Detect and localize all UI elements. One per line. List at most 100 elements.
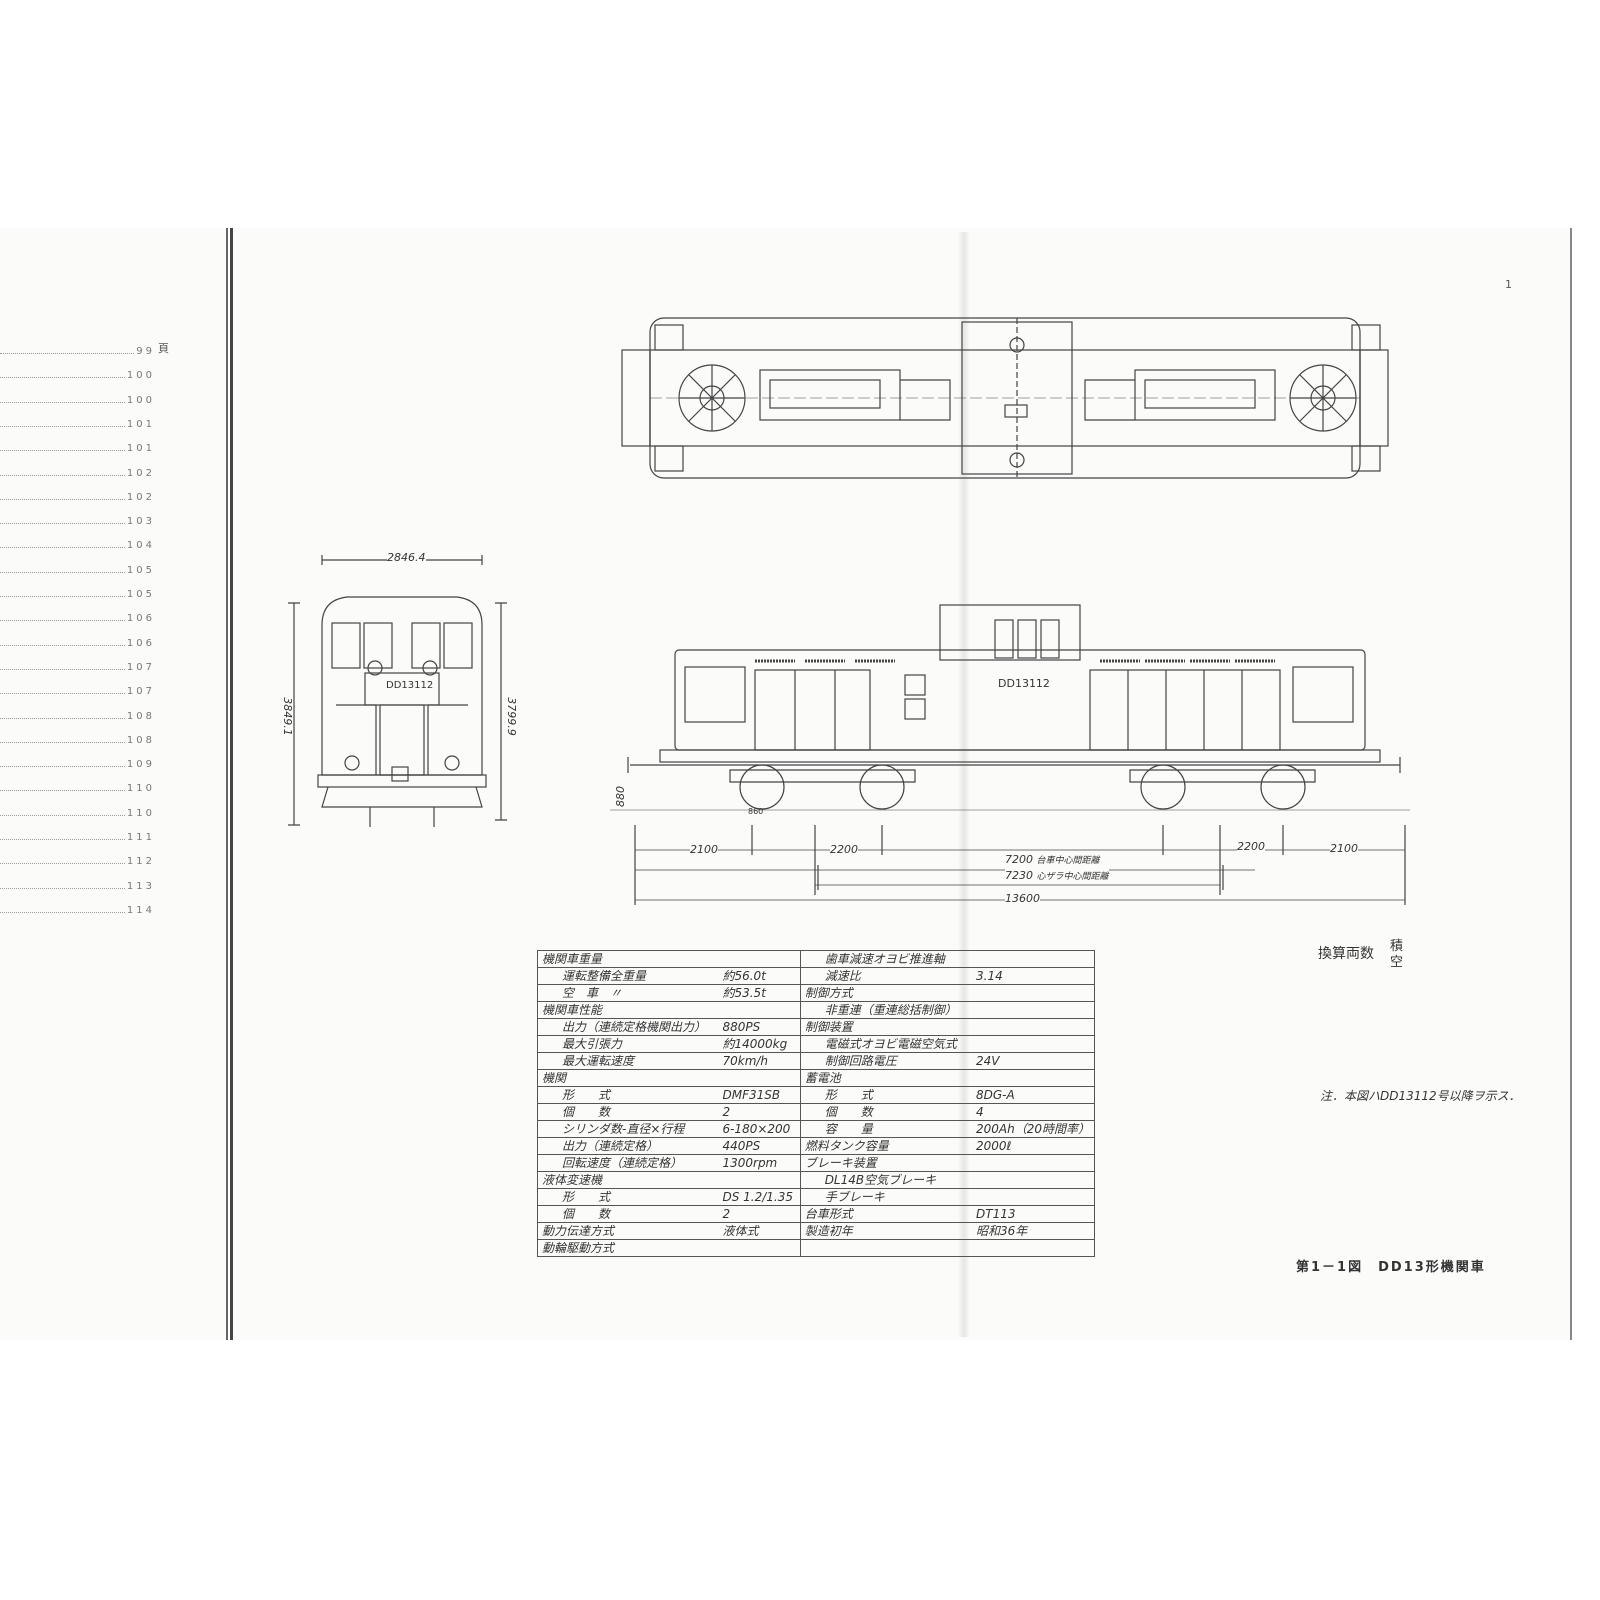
toc-entry: 113 (0, 878, 155, 892)
toc-page-number: 114 (126, 904, 155, 916)
spec-label: ブレーキ装置 (799, 1154, 972, 1172)
figure-caption: 第1－1図 DD13形機関車 (1296, 1260, 1486, 1275)
spec-label: 電磁式オヨビ電磁空気式 (799, 1035, 972, 1053)
spec-value (972, 1171, 1095, 1189)
spec-value: 昭和36年 (972, 1222, 1095, 1240)
spec-value: 約14000kg (718, 1035, 801, 1053)
toc-page-number: 110 (126, 807, 155, 819)
toc-leader (0, 474, 125, 476)
page-number: 1 (1505, 278, 1512, 291)
toc-entry: 100 (0, 392, 155, 406)
spec-label: 形 式 (799, 1086, 972, 1104)
spec-label: 手ブレーキ (799, 1188, 972, 1206)
toc-page-number: 107 (126, 686, 155, 698)
toc-entry: 108 (0, 732, 155, 746)
toc-leader (0, 377, 125, 379)
toc-page-number: 105 (126, 564, 155, 576)
front-number-plate: DD13112 (386, 680, 434, 691)
spec-label: 制御回路電圧 (799, 1052, 972, 1070)
toc-page-number: 108 (126, 710, 155, 722)
front-height-left-dimension: 3849.1 (280, 697, 294, 736)
spec-label: 機関車性能 (537, 1001, 719, 1019)
spec-label: 個 数 (537, 1205, 719, 1223)
spec-label: シリンダ数-直径×行程 (537, 1120, 719, 1138)
conversion-loaded: 積 (1390, 939, 1404, 954)
toc-leader (0, 790, 125, 792)
toc-page-number: 102 (126, 491, 155, 503)
toc-page-number: 102 (126, 467, 155, 479)
toc-entry: 107 (0, 683, 155, 697)
conversion-label: 換算両数 (1318, 946, 1374, 962)
toc-page-unit: 頁 (158, 342, 169, 355)
spec-label: 制御方式 (799, 984, 972, 1002)
spec-label: 動力伝達方式 (537, 1222, 719, 1240)
conversion-empty: 空 (1390, 955, 1404, 970)
toc-page-number: 101 (126, 418, 155, 430)
spec-label: 最大引張力 (537, 1035, 719, 1053)
toc-leader (0, 450, 125, 452)
toc-entry: 114 (0, 902, 155, 916)
toc-entry: 101 (0, 416, 155, 430)
toc-page-number: 113 (126, 880, 155, 892)
toc-leader (0, 523, 125, 525)
spec-value: DT113 (972, 1205, 1095, 1223)
spec-value: DMF31SB (718, 1086, 801, 1104)
wheel (739, 764, 785, 810)
spec-value: 8DG-A (972, 1086, 1095, 1104)
pivot-center-dimension: 7230 心ザラ中心間距離 (1005, 869, 1109, 882)
spec-value (718, 1069, 801, 1087)
toc-entry: 100 (0, 367, 155, 381)
front-view-drawing (288, 555, 507, 827)
toc-page-number: 103 (126, 516, 155, 528)
toc-entry: 103 (0, 513, 155, 527)
spec-row: 動力伝達方式液体式製造初年昭和36年 (537, 1222, 1095, 1240)
front-height-right-dimension: 3799.9 (504, 697, 518, 736)
toc-leader (0, 887, 125, 889)
toc-page-number: 100 (126, 370, 155, 382)
toc-entry: 99 (0, 343, 155, 357)
spec-value (972, 1154, 1095, 1172)
spec-label: 形 式 (537, 1188, 719, 1206)
dimension-2100-right: 2100 (1330, 842, 1358, 855)
toc-page-number: 106 (126, 613, 155, 625)
toc-entry: 101 (0, 440, 155, 454)
spec-label: 歯車減速オヨビ推進軸 (799, 950, 972, 968)
spec-value: 液体式 (718, 1222, 801, 1240)
plan-view-drawing (621, 317, 1389, 479)
toc-leader (0, 353, 135, 354)
spec-label (799, 1239, 972, 1257)
toc-leader (0, 498, 125, 500)
spec-label: 燃料タンク容量 (799, 1137, 972, 1155)
spec-label: DL14B空気ブレーキ (799, 1171, 972, 1189)
spec-label: 動輪駆動方式 (537, 1239, 719, 1257)
toc-leader (0, 911, 125, 913)
spec-value: 2000ℓ (972, 1137, 1095, 1155)
toc-leader (0, 839, 125, 840)
toc-leader (0, 766, 125, 768)
toc-page-number: 111 (126, 832, 155, 843)
toc-entry: 105 (0, 562, 155, 576)
spec-value (972, 1018, 1095, 1036)
toc-leader (0, 547, 125, 549)
toc-entry: 108 (0, 708, 155, 722)
spec-label: 運転整備全重量 (537, 967, 719, 985)
drawing-note: 注．本図ハDD13112号以降ヲ示ス． (1320, 1089, 1521, 1103)
dimension-2100-left: 2100 (690, 843, 718, 856)
front-width-dimension: 2846.4 (387, 551, 426, 564)
spec-value: 880PS (718, 1018, 801, 1036)
spec-value: 440PS (718, 1137, 801, 1155)
spec-label: 蓄電池 (799, 1069, 972, 1087)
toc-leader (0, 693, 125, 695)
spec-label: 空 車 〃 (537, 984, 719, 1002)
toc-entry: 112 (0, 853, 155, 867)
toc-leader (0, 571, 125, 573)
spec-value (972, 1001, 1095, 1019)
dimension-2200-left: 2200 (830, 843, 858, 856)
spec-value (972, 1188, 1095, 1206)
